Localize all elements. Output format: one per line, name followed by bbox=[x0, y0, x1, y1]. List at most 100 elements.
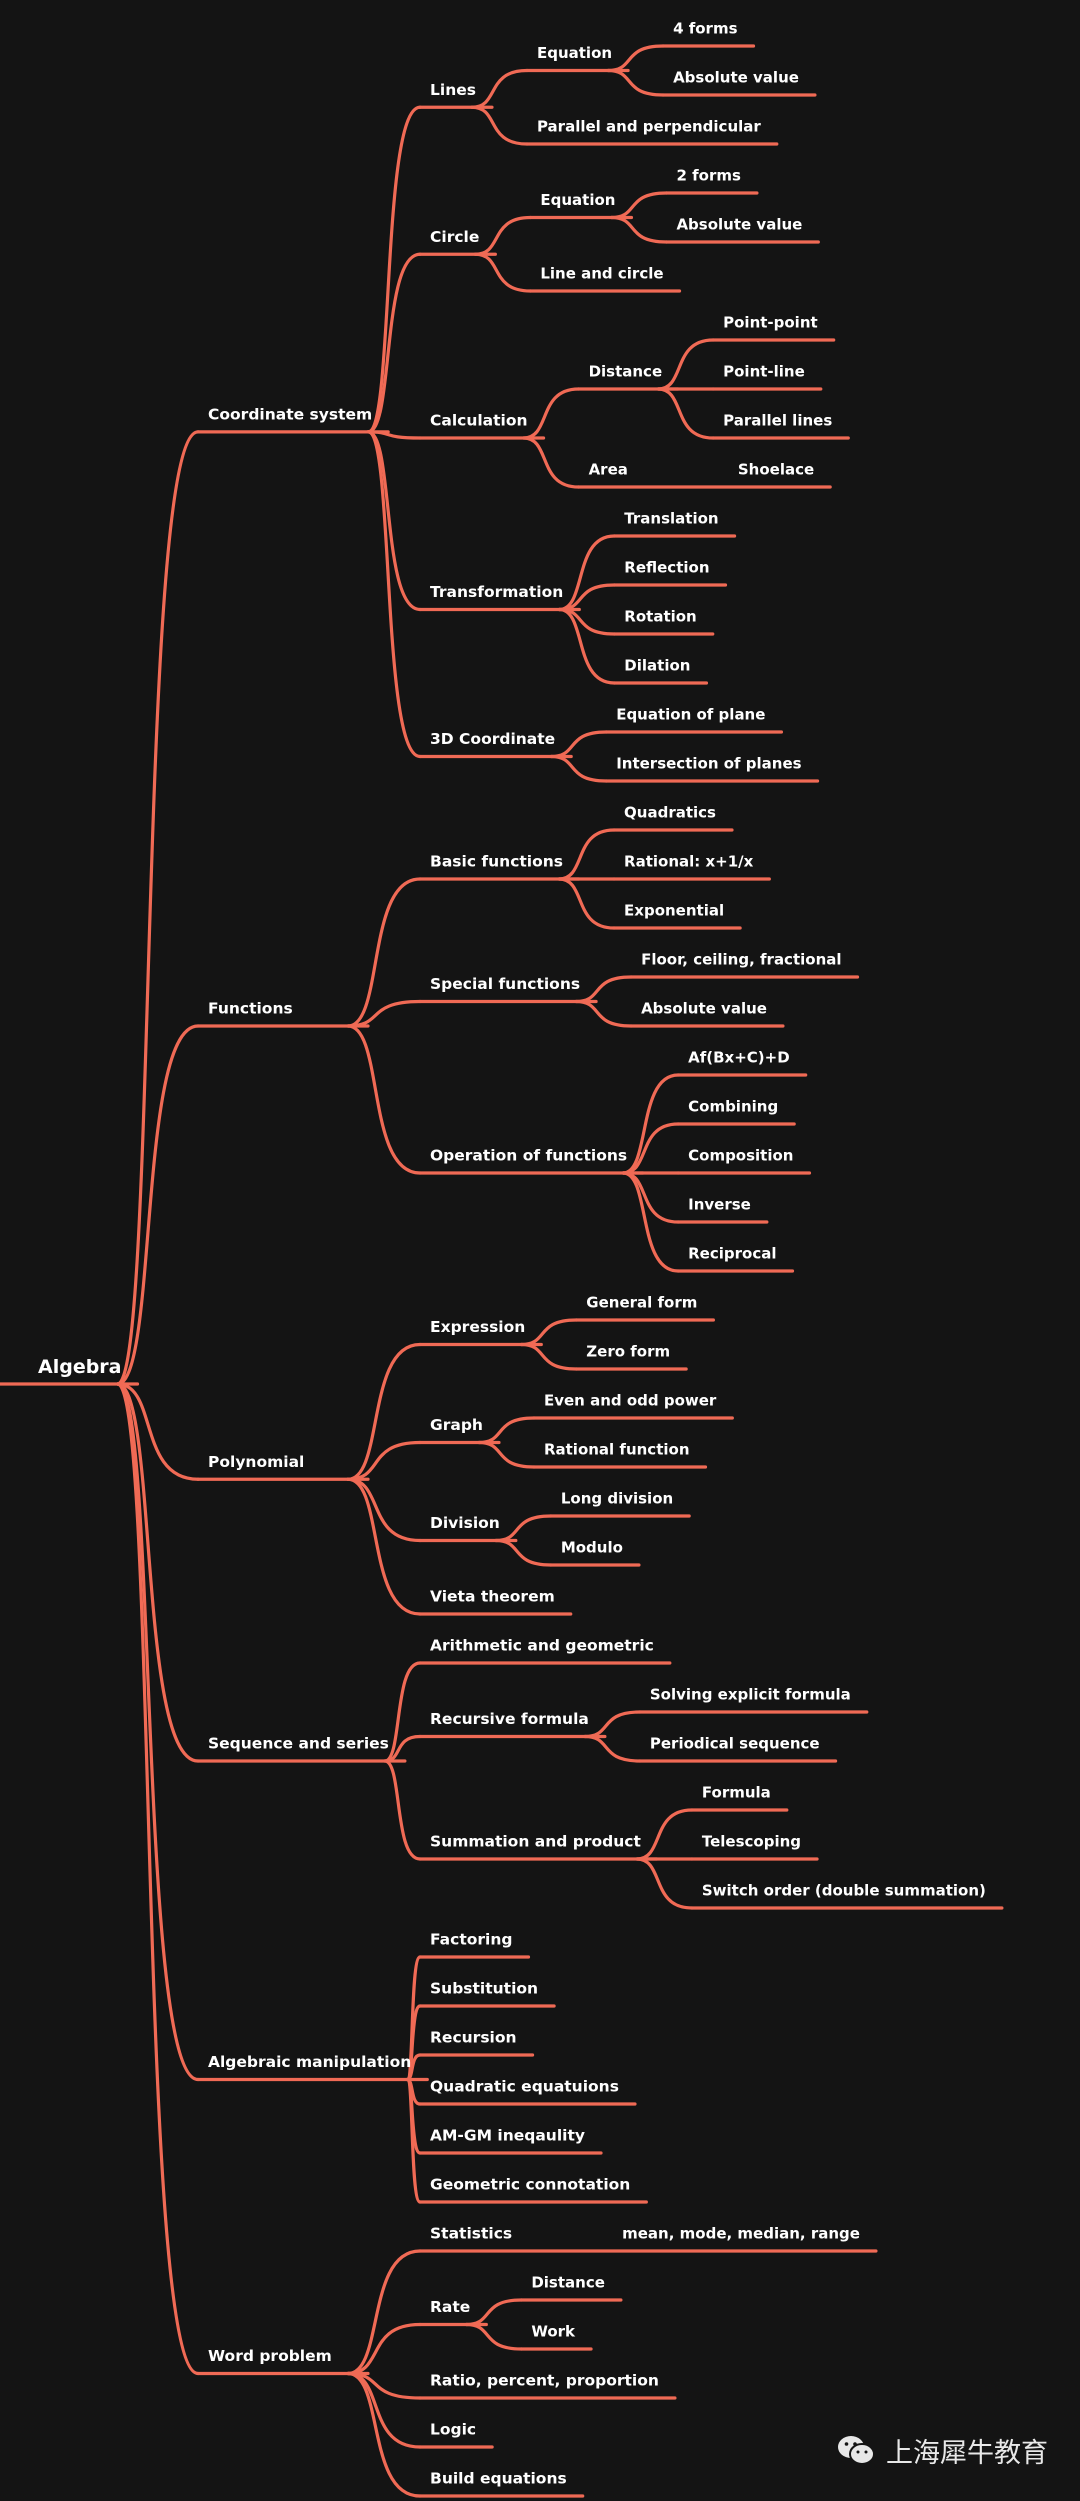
connector-coordinate-system-to-lines bbox=[366, 105, 422, 434]
root-node-algebra: Algebra bbox=[38, 1356, 122, 1378]
watermark: 上海犀牛教育 bbox=[836, 2428, 1048, 2472]
leaf-node-periodical-sequence: Periodical sequence bbox=[650, 1734, 820, 1752]
leaf-node-build-equations: Build equations bbox=[430, 2470, 567, 2488]
leaf-node-rational-function: Rational function bbox=[544, 1440, 690, 1458]
connector-calculation-to-area bbox=[521, 436, 581, 489]
connector-3d-coordinate-to-intersection-of-planes bbox=[549, 754, 608, 783]
topic-node-3d-coordinate: 3D Coordinate bbox=[430, 730, 555, 748]
connector-sequence-and-series-to-arithmetic-and-geometric bbox=[383, 1661, 422, 1763]
leaf-node-absolute-value: Absolute value bbox=[676, 215, 802, 233]
leaf-node-recursion: Recursion bbox=[430, 2029, 517, 2047]
leaf-node-factoring: Factoring bbox=[430, 1931, 512, 1949]
connector-coordinate-system-to-circle bbox=[366, 252, 422, 434]
connector-equation-to-2-forms bbox=[609, 191, 669, 220]
leaf-node-formula: Formula bbox=[702, 1783, 771, 1801]
leaf-node-floor-ceiling-fractional: Floor, ceiling, fractional bbox=[641, 950, 841, 968]
topic-node-area: Area bbox=[589, 460, 628, 478]
leaf-node-distance: Distance bbox=[531, 2273, 605, 2291]
leaf-node-translation: Translation bbox=[624, 509, 718, 527]
leaf-node-absolute-value: Absolute value bbox=[641, 999, 767, 1017]
topic-node-transformation: Transformation bbox=[430, 583, 563, 601]
wechat-icon bbox=[838, 2436, 875, 2465]
leaf-node-geometric-connotation: Geometric connotation bbox=[430, 2176, 630, 2194]
connector-lines-to-parallel-and-perpendicular bbox=[470, 105, 529, 146]
leaf-node-vieta-theorem: Vieta theorem bbox=[430, 1588, 555, 1606]
leaf-node-arithmetic-and-geometric: Arithmetic and geometric bbox=[430, 1637, 654, 1655]
connector-distance-to-point-point bbox=[656, 338, 715, 391]
connector-polynomial-to-division bbox=[346, 1477, 422, 1543]
leaf-node-composition: Composition bbox=[688, 1146, 793, 1164]
topic-node-coordinate-system: Coordinate system bbox=[208, 405, 372, 423]
topic-node-division: Division bbox=[430, 1514, 500, 1532]
leaf-node-mean-mode-median-range: mean, mode, median, range bbox=[622, 2224, 860, 2242]
leaf-node-solving-explicit-formula: Solving explicit formula bbox=[650, 1685, 851, 1703]
leaf-node-parallel-lines: Parallel lines bbox=[723, 411, 832, 429]
leaf-node-absolute-value: Absolute value bbox=[673, 68, 799, 86]
topic-node-distance: Distance bbox=[589, 362, 663, 380]
leaf-node-shoelace: Shoelace bbox=[738, 460, 814, 478]
topic-node-rate: Rate bbox=[430, 2298, 470, 2316]
leaf-node-parallel-and-perpendicular: Parallel and perpendicular bbox=[537, 117, 761, 135]
leaf-node-equation-of-plane: Equation of plane bbox=[616, 705, 765, 723]
watermark-text: 上海犀牛教育 bbox=[886, 2437, 1048, 2469]
connector-functions-to-operation-of-functions bbox=[346, 1024, 422, 1175]
leaf-node-point-line: Point-line bbox=[723, 362, 805, 380]
connector-equation-to-4-forms bbox=[606, 44, 665, 73]
connector-graph-to-even-and-odd-power bbox=[477, 1416, 536, 1445]
leaf-node-reflection: Reflection bbox=[624, 558, 709, 576]
topic-node-polynomial: Polynomial bbox=[208, 1453, 304, 1471]
connector-polynomial-to-graph bbox=[346, 1440, 422, 1481]
leaf-node-intersection-of-planes: Intersection of planes bbox=[616, 754, 801, 772]
topic-node-functions: Functions bbox=[208, 1000, 293, 1018]
connector-basic-functions-to-exponential bbox=[557, 877, 616, 930]
topic-node-sequence-and-series: Sequence and series bbox=[208, 1735, 389, 1753]
connector-special-functions-to-floor-ceiling-fractional bbox=[574, 975, 633, 1004]
leaf-node-logic: Logic bbox=[430, 2421, 476, 2439]
connector-summation-and-product-to-formula bbox=[635, 1808, 694, 1861]
leaf-node-substitution: Substitution bbox=[430, 1980, 538, 1998]
topic-node-graph: Graph bbox=[430, 1416, 483, 1434]
leaf-node-2-forms: 2 forms bbox=[676, 166, 741, 184]
connector-lines-to-equation bbox=[470, 68, 529, 109]
leaf-node-modulo: Modulo bbox=[561, 1538, 623, 1556]
connector-recursive-formula-to-solving-explicit-formula bbox=[583, 1710, 642, 1739]
leaf-node-inverse: Inverse bbox=[688, 1195, 751, 1213]
leaf-node-switch-order-double-summation: Switch order (double summation) bbox=[702, 1881, 986, 1899]
connector-functions-to-basic-functions bbox=[346, 877, 422, 1028]
connector-division-to-modulo bbox=[494, 1538, 553, 1567]
connector-algebra-to-polynomial bbox=[115, 1382, 200, 1481]
leaf-node-ratio-percent-proportion: Ratio, percent, proportion bbox=[430, 2372, 659, 2390]
leaf-node-point-point: Point-point bbox=[723, 313, 818, 331]
leaf-node-combining: Combining bbox=[688, 1097, 778, 1115]
connector-expression-to-zero-form bbox=[519, 1342, 578, 1371]
topic-node-recursive-formula: Recursive formula bbox=[430, 1710, 589, 1728]
connector-coordinate-system-to-calculation bbox=[366, 430, 422, 440]
connector-distance-to-parallel-lines bbox=[656, 387, 715, 440]
branch-lines bbox=[0, 44, 1004, 2498]
connector-equation-to-absolute-value bbox=[606, 68, 665, 97]
leaf-node-rotation: Rotation bbox=[624, 607, 696, 625]
connector-word-problem-to-build-equations bbox=[346, 2371, 422, 2498]
leaf-node-even-and-odd-power: Even and odd power bbox=[544, 1391, 717, 1409]
topic-node-operation-of-functions: Operation of functions bbox=[430, 1147, 627, 1165]
leaf-node-work: Work bbox=[531, 2322, 576, 2340]
topic-node-special-functions: Special functions bbox=[430, 975, 580, 993]
leaf-node-reciprocal: Reciprocal bbox=[688, 1244, 776, 1262]
connector-word-problem-to-rate bbox=[346, 2322, 422, 2376]
connector-polynomial-to-vieta-theorem bbox=[346, 1477, 422, 1616]
connector-sequence-and-series-to-summation-and-product bbox=[383, 1759, 422, 1861]
connector-rate-to-distance bbox=[464, 2298, 523, 2327]
topic-node-equation: Equation bbox=[537, 44, 612, 62]
connector-circle-to-line-and-circle bbox=[473, 252, 532, 293]
connector-summation-and-product-to-switch-order-double-summation bbox=[635, 1857, 694, 1910]
leaf-node-zero-form: Zero form bbox=[586, 1342, 670, 1360]
leaf-node-af-bx-c-d: Af(Bx+C)+D bbox=[688, 1048, 790, 1066]
topic-node-word-problem: Word problem bbox=[208, 2347, 332, 2365]
topic-node-expression: Expression bbox=[430, 1318, 525, 1336]
connector-special-functions-to-absolute-value bbox=[574, 999, 633, 1028]
connector-graph-to-rational-function bbox=[477, 1440, 536, 1469]
connector-expression-to-general-form bbox=[519, 1318, 578, 1347]
connector-basic-functions-to-quadratics bbox=[557, 828, 616, 881]
connector-word-problem-to-statistics bbox=[346, 2249, 422, 2376]
